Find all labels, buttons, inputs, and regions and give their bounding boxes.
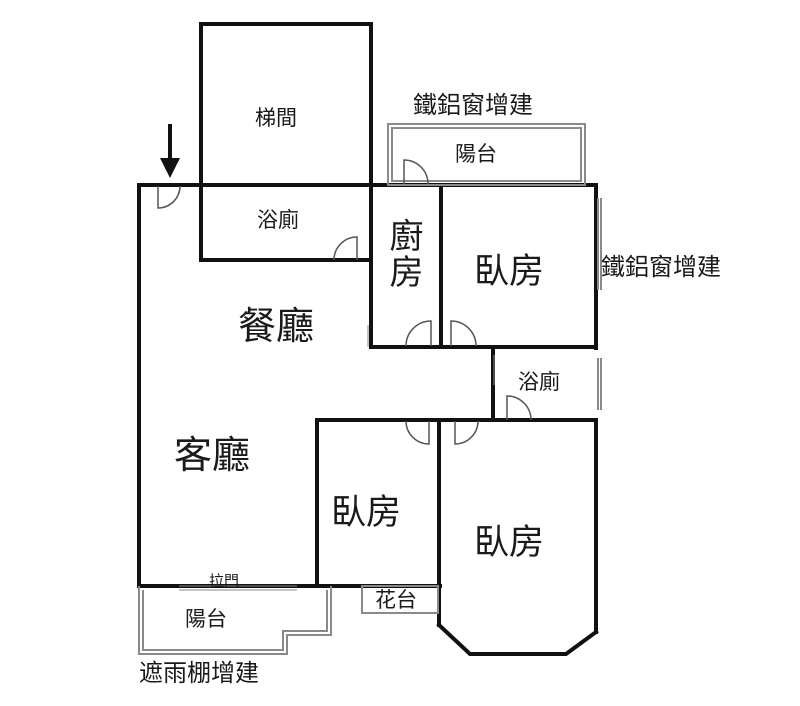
room-kitchen-label: 廚房 [383,218,423,290]
annotation-window-right: 鐵鋁窗增建 [601,253,721,281]
door-entrance-icon [157,185,181,209]
room-living-label: 客廳 [174,433,251,477]
annotation-awning: 遮雨棚增建 [139,659,259,687]
room-bedroom-top-label: 臥房 [474,252,545,292]
bay-window [436,622,599,656]
door-bath-right-icon [506,395,532,421]
room-bath-top-label: 浴廁 [257,208,299,232]
kitchen-walls [369,183,598,349]
room-balcony-top-label: 陽台 [455,142,497,166]
room-balcony-bottom-label: 陽台 [185,607,227,631]
door-bedroom-top-icon [450,320,477,347]
door-balcony-icon [403,159,429,185]
entrance-arrow-icon [160,124,180,178]
room-bedroom-mid-label: 臥房 [331,493,402,533]
balcony-top-outline [387,123,586,186]
door-bedroom-mid-icon [405,420,430,445]
stairwell-walls [199,22,373,187]
annotation-sliding-door: 拉門 [209,572,240,590]
planter-outline [361,585,439,614]
room-dining-label: 餐廳 [238,304,315,348]
room-bath-right-label: 浴廁 [518,370,560,394]
balcony-bottom-outline [138,586,332,655]
bath-top-walls [199,183,373,347]
door-bedroom-right-icon [454,420,479,445]
door-bath-top-icon [333,236,358,261]
room-planter-label: 花台 [375,588,417,612]
annotation-window-top: 鐵鋁窗增建 [413,91,533,119]
bath-right-walls [491,346,598,422]
room-bedroom-right-label: 臥房 [474,523,545,563]
door-kitchen-icon [405,320,432,347]
room-stairwell-label: 梯間 [255,106,297,130]
